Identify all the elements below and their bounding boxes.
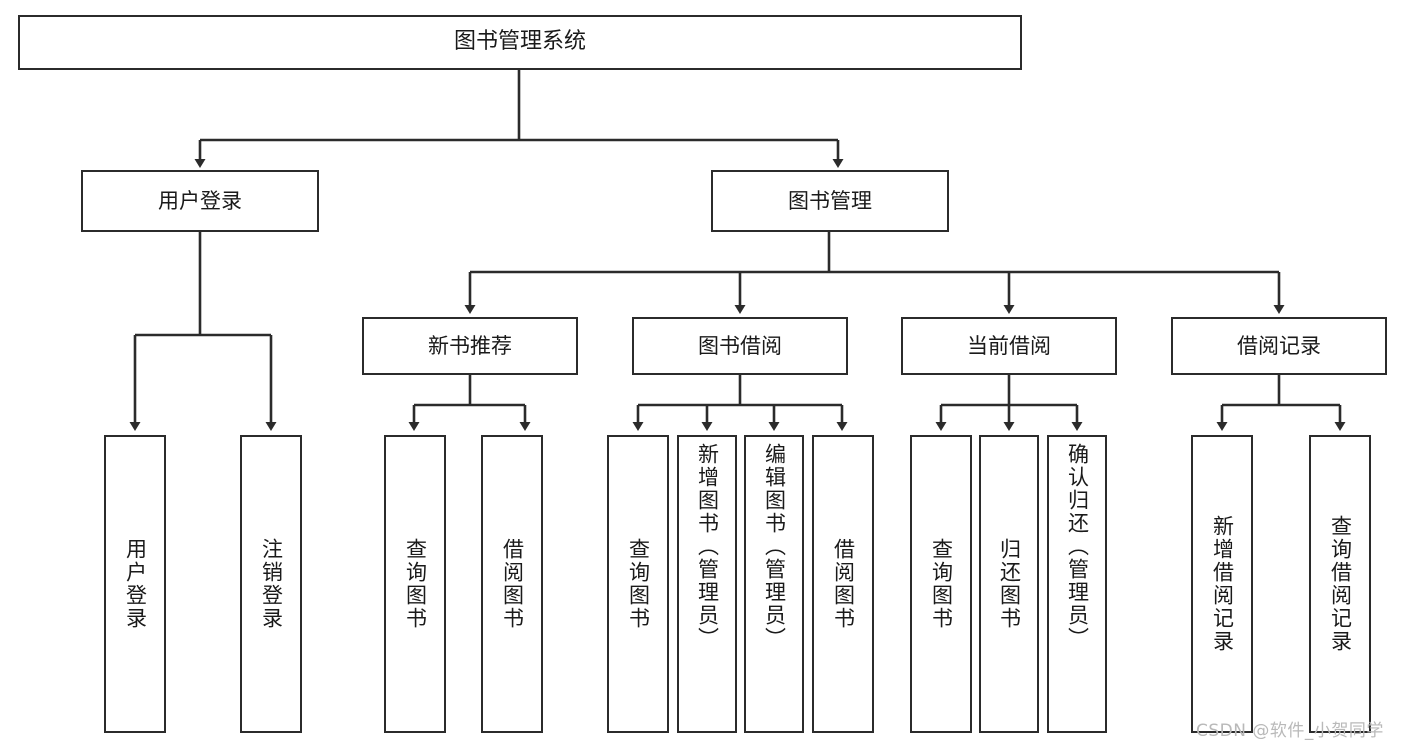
node-leaf-borrow-book-2[interactable]: 借阅图书	[812, 435, 874, 733]
node-leaf-confirm-return[interactable]: 确认归还（管理员）	[1047, 435, 1107, 733]
node-borrow-record[interactable]: 借阅记录	[1171, 317, 1387, 375]
node-current-borrow[interactable]: 当前借阅	[901, 317, 1117, 375]
node-user-login[interactable]: 用户登录	[81, 170, 319, 232]
node-leaf-user-login[interactable]: 用户登录	[104, 435, 166, 733]
node-leaf-query-book-3[interactable]: 查询图书	[910, 435, 972, 733]
watermark-csdn: CSDN @软件_小贺同学	[1196, 721, 1384, 741]
node-leaf-borrow-book-1[interactable]: 借阅图书	[481, 435, 543, 733]
node-leaf-add-record[interactable]: 新增借阅记录	[1191, 435, 1253, 733]
node-leaf-return-book[interactable]: 归还图书	[979, 435, 1039, 733]
node-leaf-query-record[interactable]: 查询借阅记录	[1309, 435, 1371, 733]
node-leaf-edit-book[interactable]: 编辑图书（管理员）	[744, 435, 804, 733]
node-root-system[interactable]: 图书管理系统	[18, 15, 1022, 70]
node-leaf-query-book-2[interactable]: 查询图书	[607, 435, 669, 733]
node-leaf-add-book[interactable]: 新增图书（管理员）	[677, 435, 737, 733]
node-book-borrow[interactable]: 图书借阅	[632, 317, 848, 375]
node-new-book-recommend[interactable]: 新书推荐	[362, 317, 578, 375]
node-leaf-query-book-1[interactable]: 查询图书	[384, 435, 446, 733]
node-leaf-logout-login[interactable]: 注销登录	[240, 435, 302, 733]
node-book-management[interactable]: 图书管理	[711, 170, 949, 232]
